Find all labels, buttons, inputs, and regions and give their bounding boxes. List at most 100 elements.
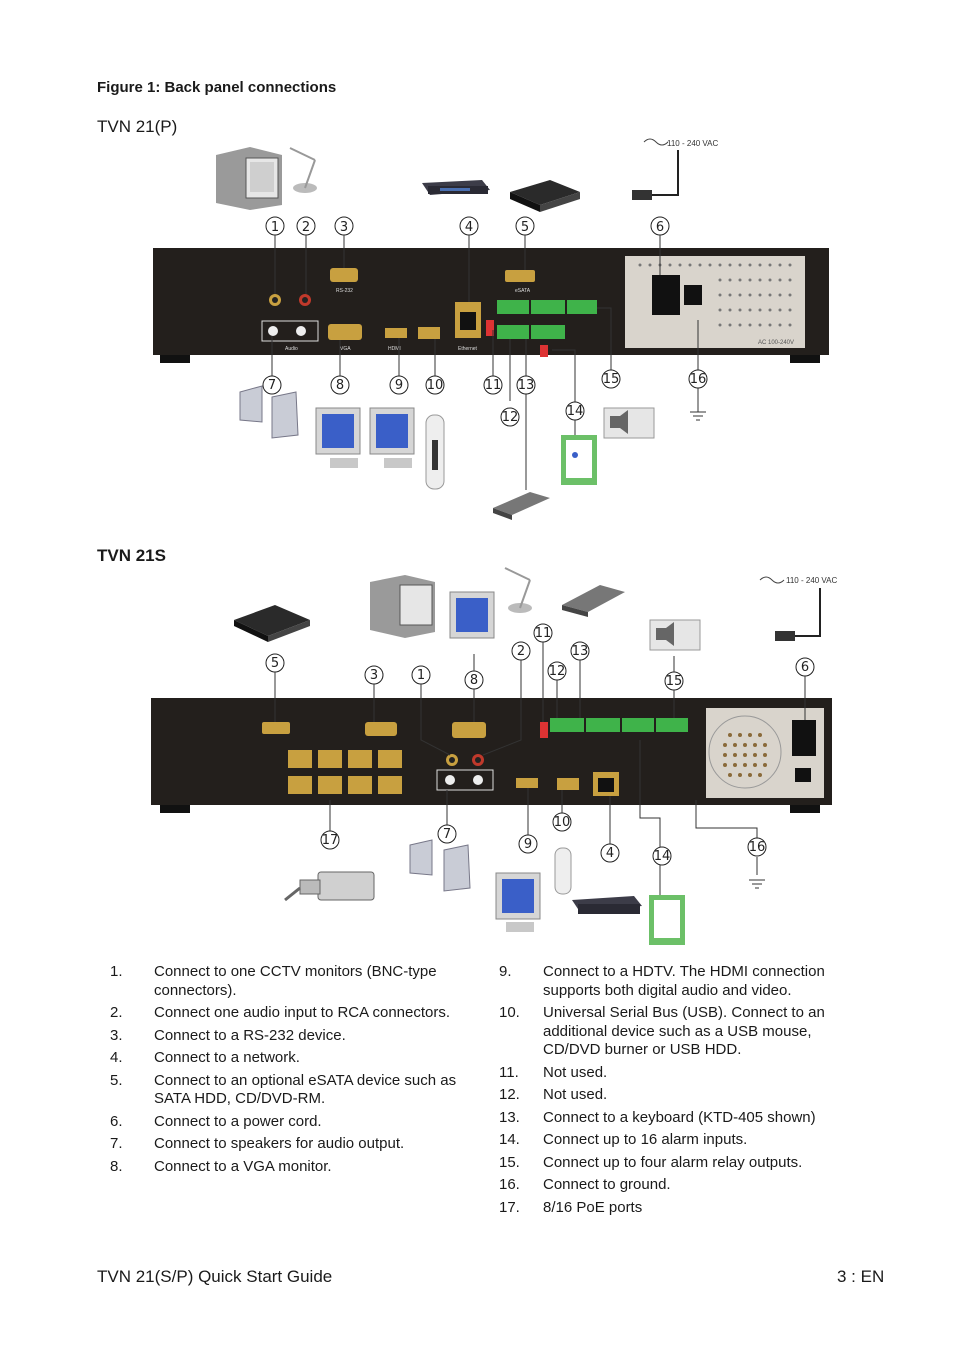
list-number: 14. [499, 1131, 520, 1148]
callout-b-2: 2 [517, 644, 525, 659]
list-text: Connect up to 16 alarm inputs. [543, 1131, 748, 1148]
list-number: 11. [499, 1063, 519, 1081]
callout-b-13: 13 [572, 644, 589, 659]
hdtv-monitor-icon [369, 407, 415, 468]
list-number: 5. [110, 1071, 123, 1089]
vga-monitor-icon [315, 407, 361, 468]
callout-b-3: 3 [370, 668, 378, 683]
connection-list-right: 9. Connect to a HDTV. The HDMI connection… [499, 963, 844, 1221]
model-title-tvn21p: TVN 21(P) [97, 117, 178, 136]
rs232-label: RS-232 [336, 288, 353, 294]
list-number: 9. [499, 963, 512, 980]
list-text: Connect to a RS-232 device. [154, 1026, 346, 1044]
esata-port-b [262, 722, 290, 734]
network-switch-icon [422, 180, 490, 195]
list-text: 8/16 PoE ports [543, 1198, 643, 1216]
audio-label: Audio [285, 346, 298, 352]
power-plug-icon: 110 - 240 VAC [632, 138, 719, 200]
callout-a-4: 4 [465, 220, 473, 235]
callout-a-2: 2 [302, 220, 310, 235]
list-text: Universal Serial Bus (USB). Connect to a… [543, 1004, 825, 1058]
figure-caption: Figure 1: Back panel connections [97, 79, 337, 96]
list-text: Connect to one CCTV monitors (BNC-type c… [154, 963, 437, 999]
vga-port [328, 324, 362, 340]
callout-b-1: 1 [417, 668, 425, 683]
callout-b-14: 14 [654, 849, 671, 864]
footer-title: TVN 21(S/P) Quick Start Guide [97, 1267, 333, 1286]
callout-b-5: 5 [271, 656, 279, 671]
callout-a-11: 11 [485, 378, 502, 393]
callout-a-5: 5 [521, 220, 529, 235]
microphone-icon [289, 147, 317, 193]
list-number: 6. [110, 1112, 123, 1130]
vga-monitor-icon-b [449, 591, 495, 639]
keyboard-icon [493, 492, 550, 520]
ac-label: AC 100-240V [758, 340, 794, 346]
callout-b-16: 16 [749, 840, 766, 855]
list-item: 14. Connect up to 16 alarm inputs. [499, 1131, 844, 1150]
usb-port-b [557, 778, 579, 790]
vga-label: VGA [340, 346, 351, 352]
list-item: 13.Connect to a keyboard (KTD-405 shown) [499, 1109, 844, 1128]
list-item: 7. Connect to speakers for audio output. [110, 1135, 470, 1154]
usb-port [418, 327, 440, 339]
power-plug-icon-b: 110 - 240 VAC [759, 576, 838, 641]
ground-icon-b [749, 879, 765, 889]
list-number: 12. [499, 1086, 520, 1103]
ethernet-label: Ethernet [458, 346, 478, 352]
list-text: Connect to speakers for audio output. [154, 1135, 405, 1152]
list-item: 6. Connect to a power cord. [110, 1113, 470, 1132]
callout-b-7: 7 [443, 827, 451, 842]
esata-label: eSATA [515, 288, 531, 294]
list-number: 10. [499, 1004, 520, 1021]
rs232-port [330, 268, 358, 282]
voltage-label: 110 - 240 VAC [667, 139, 719, 148]
list-text: Connect to a HDTV. The HDMI connection s… [543, 963, 825, 999]
callout-b-11: 11 [535, 626, 552, 641]
list-item: 9. Connect to a HDTV. The HDMI connection… [499, 963, 844, 1000]
list-number: 3. [110, 1026, 123, 1044]
hdmi-port-b [516, 778, 538, 788]
callout-a-7: 7 [268, 378, 276, 393]
callout-b-4: 4 [606, 846, 614, 861]
hdmi-port [385, 328, 407, 338]
usb-drive-icon-b [554, 847, 572, 895]
list-item: 2.Connect one audio input to RCA connect… [110, 1004, 470, 1023]
callout-b-8: 8 [470, 673, 478, 688]
poe-ports [288, 750, 402, 794]
list-text: Connect to an optional eSATA device such… [154, 1071, 457, 1108]
callout-a-10: 10 [427, 378, 444, 393]
usb-drive-icon [425, 414, 445, 490]
callout-a-3: 3 [340, 220, 348, 235]
list-item: 17.8/16 PoE ports [499, 1199, 844, 1218]
power-socket-b [792, 720, 816, 756]
esata-drive-icon [510, 180, 580, 212]
list-text: Connect to a power cord. [154, 1112, 322, 1130]
cctv-monitor-icon [216, 147, 282, 210]
callout-a-6: 6 [656, 220, 664, 235]
list-number: 4. [110, 1049, 123, 1066]
terminal-block [497, 300, 529, 314]
hdtv-monitor-icon-b [495, 872, 541, 932]
callout-b-12: 12 [549, 664, 566, 679]
list-text: Connect up to four alarm relay outputs. [543, 1153, 803, 1171]
list-number: 7. [110, 1135, 123, 1152]
callout-b-6: 6 [801, 660, 809, 675]
ground-icon [690, 411, 706, 421]
microphone-icon-b [504, 567, 532, 613]
callout-a-13: 13 [518, 378, 535, 393]
list-number: 8. [110, 1157, 123, 1175]
list-item: 3. Connect to a RS-232 device. [110, 1027, 470, 1046]
callout-b-9: 9 [524, 837, 532, 852]
alarm-sensor-icon-b [649, 895, 685, 945]
list-item: 12.Not used. [499, 1086, 844, 1105]
cctv-monitor-icon-b [370, 575, 435, 638]
speakers-icon-b [409, 839, 471, 892]
keyboard-icon-b [562, 585, 625, 617]
list-text: Connect one audio input to RCA connector… [154, 1004, 451, 1021]
list-text: Not used. [543, 1063, 608, 1081]
list-text: Connect to a network. [154, 1049, 300, 1066]
list-item: 1. Connect to one CCTV monitors (BNC-type… [110, 963, 470, 1000]
callout-a-8: 8 [336, 378, 344, 393]
list-number: 1. [110, 963, 123, 980]
